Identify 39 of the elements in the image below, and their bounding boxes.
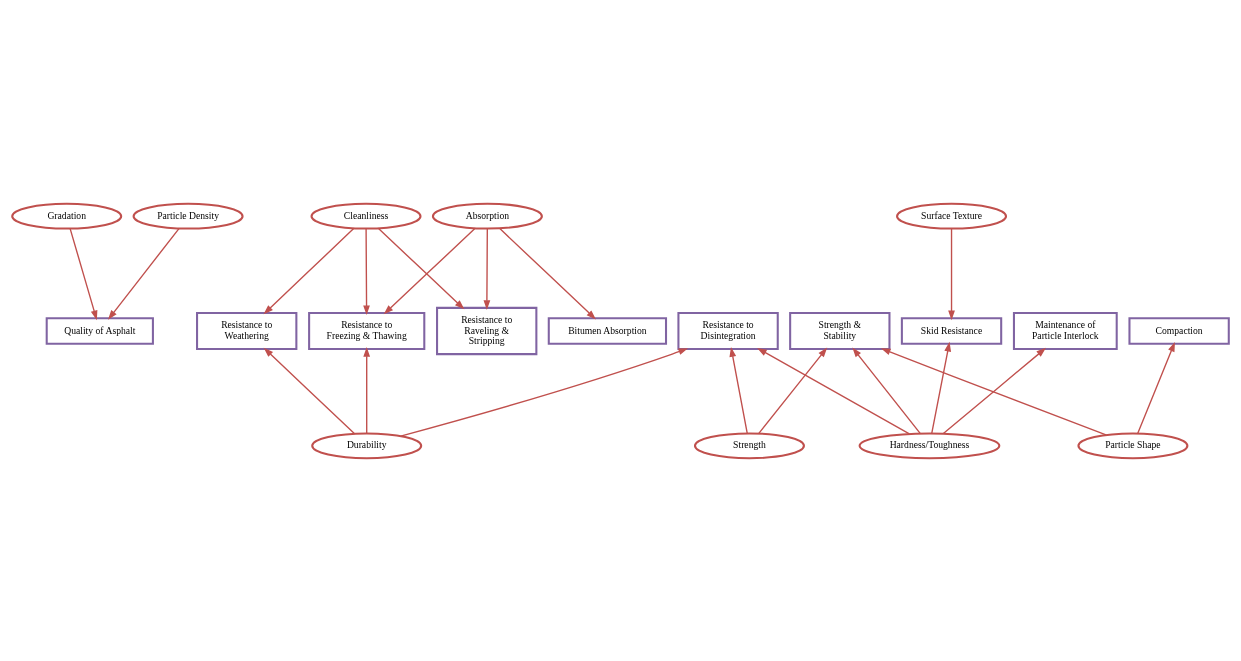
node-ellipse: Gradation bbox=[11, 202, 123, 230]
arrow bbox=[931, 341, 952, 434]
arrow bbox=[363, 227, 370, 315]
node-box: Strength & Stability bbox=[789, 311, 891, 350]
arrow bbox=[758, 347, 828, 434]
node-box: Resistance to Freezing & Thawing bbox=[308, 311, 426, 350]
arrow bbox=[377, 227, 465, 309]
arrow bbox=[400, 347, 689, 437]
arrow bbox=[729, 346, 748, 434]
arrow bbox=[363, 346, 371, 434]
node-box: Resistance to Disintegration bbox=[677, 311, 779, 350]
arrow bbox=[69, 227, 98, 320]
node-box: Resistance to Raveling & Stripping bbox=[436, 306, 538, 355]
node-box: Skid Resistance bbox=[900, 316, 1003, 345]
arrow bbox=[948, 227, 955, 320]
arrow bbox=[498, 227, 596, 320]
arrow bbox=[263, 347, 356, 434]
node-ellipse: Surface Texture bbox=[896, 202, 1008, 230]
node-box: Bitumen Absorption bbox=[547, 316, 668, 345]
arrow bbox=[852, 347, 921, 434]
node-box: Quality of Asphalt bbox=[45, 316, 154, 345]
node-ellipse: Cleanliness bbox=[310, 202, 422, 230]
node-ellipse: Strength bbox=[693, 431, 805, 459]
arrow bbox=[1137, 341, 1175, 434]
arrow bbox=[880, 347, 1107, 436]
arrow bbox=[942, 347, 1046, 434]
node-ellipse: Particle Shape bbox=[1077, 431, 1189, 459]
arrow bbox=[757, 347, 911, 434]
arrow bbox=[263, 227, 355, 314]
arrow bbox=[108, 227, 180, 320]
arrow bbox=[383, 227, 476, 314]
node-ellipse: Particle Density bbox=[132, 202, 244, 230]
arrow bbox=[483, 227, 491, 310]
node-ellipse: Durability bbox=[311, 431, 423, 459]
node-ellipse: Absorption bbox=[431, 202, 543, 230]
node-box: Maintenance of Particle Interlock bbox=[1012, 311, 1118, 350]
node-ellipse: Hardness/Toughness bbox=[858, 431, 1001, 459]
node-box: Compaction bbox=[1128, 316, 1230, 345]
node-box: Resistance to Weathering bbox=[196, 311, 298, 350]
